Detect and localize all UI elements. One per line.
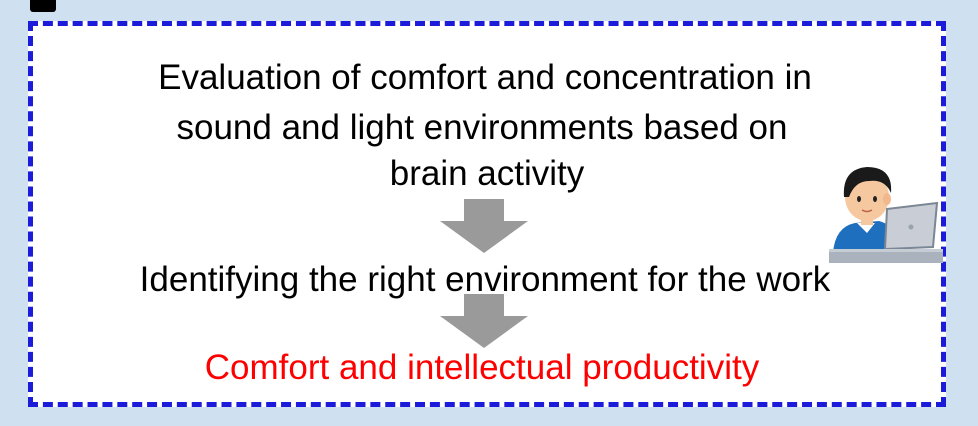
- evaluation-text-line-1: Evaluation of comfort and concentration …: [158, 58, 812, 97]
- productivity-result-text: Comfort and intellectual productivity: [204, 348, 760, 387]
- evaluation-text-line-3: brain activity: [389, 154, 585, 193]
- evaluation-text-line-2: sound and light environments based on: [176, 108, 788, 147]
- down-arrow-icon: [440, 294, 528, 348]
- person-at-laptop-icon: [829, 167, 943, 263]
- dashed-frame: Evaluation of comfort and concentration …: [28, 21, 946, 407]
- identify-environment-text: Identifying the right environment for th…: [139, 260, 831, 299]
- down-arrow-icon: [440, 199, 528, 253]
- cropped-text-fragment: [30, 0, 56, 12]
